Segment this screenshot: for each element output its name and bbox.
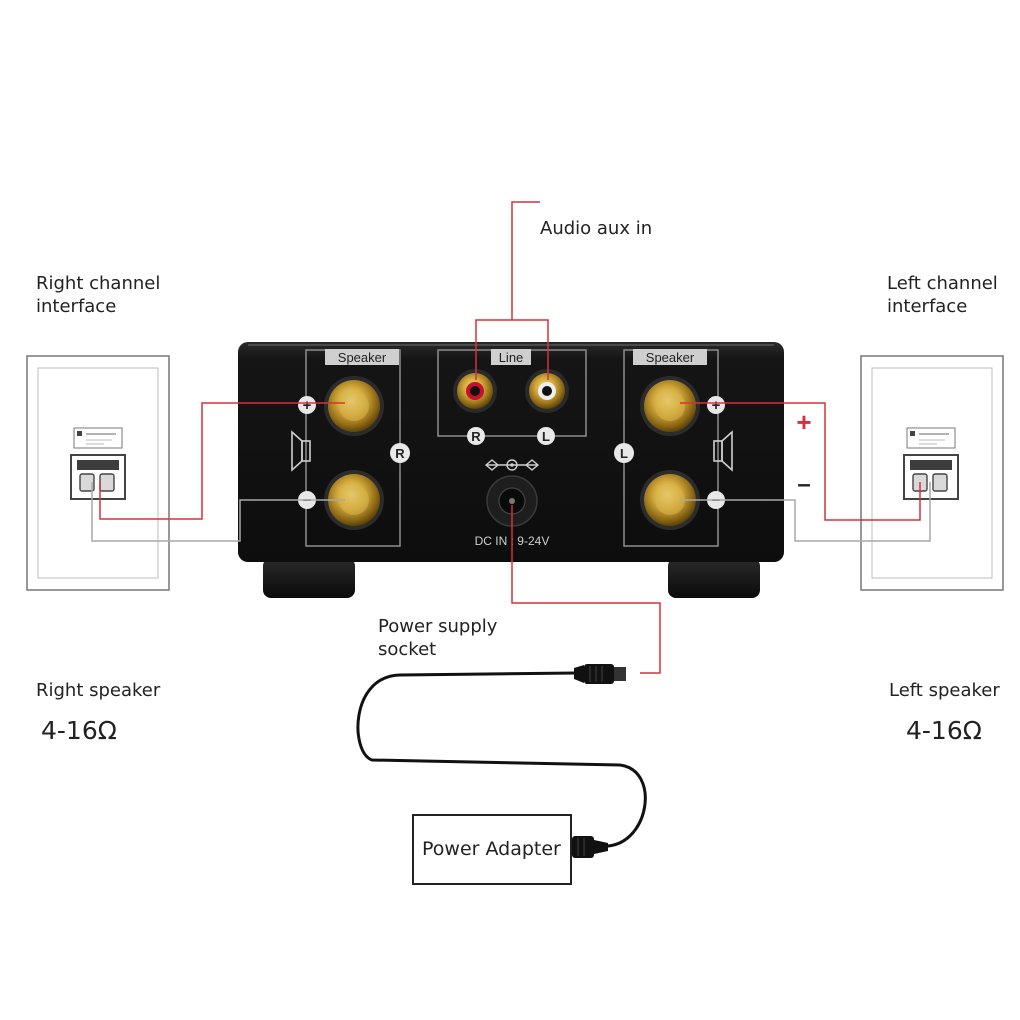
- right-speaker-gray-wire: [91, 482, 345, 542]
- power-cable-wire: [356, 671, 647, 848]
- left-speaker-cabinet: [860, 355, 1004, 591]
- audio-aux-in-label: Audio aux in: [540, 218, 653, 239]
- amp-body: [238, 342, 784, 562]
- left-speaker-spec-label: [906, 427, 956, 449]
- left-speaker-label: Left speaker: [889, 680, 1000, 701]
- speaker-r-plus-marker: +: [303, 397, 312, 414]
- speaker-panel-l: Speaker + − L: [614, 349, 733, 547]
- right-speaker-spec-label: [73, 427, 123, 449]
- speaker-r-pictogram: [291, 430, 311, 472]
- speaker-l-plus-marker: +: [712, 397, 721, 414]
- right-channel-label-line2: interface: [36, 296, 117, 317]
- amp-foot-right: [668, 558, 760, 598]
- dc-polarity-icon: [484, 459, 540, 471]
- aux-in-bracket: [475, 319, 549, 380]
- right-speaker-impedance: 4-16Ω: [41, 716, 117, 745]
- line-tab: Line: [499, 350, 524, 365]
- right-speaker-label: Right speaker: [36, 680, 161, 701]
- line-r-marker: R: [471, 429, 481, 444]
- speaker-tab-r: Speaker: [338, 350, 387, 365]
- amplifier: Speaker + − R Line: [238, 342, 784, 598]
- amp-foot-left: [263, 558, 355, 598]
- aux-in-wire: [511, 201, 540, 320]
- speaker-l-channel-marker: L: [620, 446, 628, 461]
- polarity-plus-mark: +: [796, 407, 811, 437]
- left-speaker-red-wire: [680, 402, 921, 521]
- line-input-panel: Line R L: [437, 349, 587, 445]
- power-supply-label-line2: socket: [378, 639, 437, 660]
- left-speaker-impedance: 4-16Ω: [906, 716, 982, 745]
- right-speaker-cabinet: [26, 355, 170, 591]
- left-speaker-gray-wire: [680, 482, 931, 542]
- speaker-panel-r: Speaker + − R: [291, 349, 410, 547]
- left-channel-label-line1: Left channel: [887, 273, 998, 294]
- line-l-marker: L: [542, 429, 550, 444]
- right-speaker-red-wire: [99, 402, 345, 520]
- left-channel-label-line2: interface: [887, 296, 968, 317]
- polarity-minus-mark: –: [797, 471, 810, 498]
- speaker-l-pictogram: [713, 430, 733, 472]
- wiring: [91, 201, 931, 674]
- power-adapter-label: Power Adapter: [422, 838, 561, 860]
- speaker-tab-l: Speaker: [646, 350, 695, 365]
- power-adapter-box: [412, 814, 572, 885]
- power-supply-label-line1: Power supply: [378, 616, 498, 637]
- speaker-r-channel-marker: R: [395, 446, 405, 461]
- right-channel-label-line1: Right channel: [36, 273, 161, 294]
- power-cable: [356, 664, 647, 858]
- dc-plug-connector: [574, 664, 626, 684]
- power-supply-wire: [511, 505, 661, 674]
- adapter-plug-connector: [572, 836, 608, 858]
